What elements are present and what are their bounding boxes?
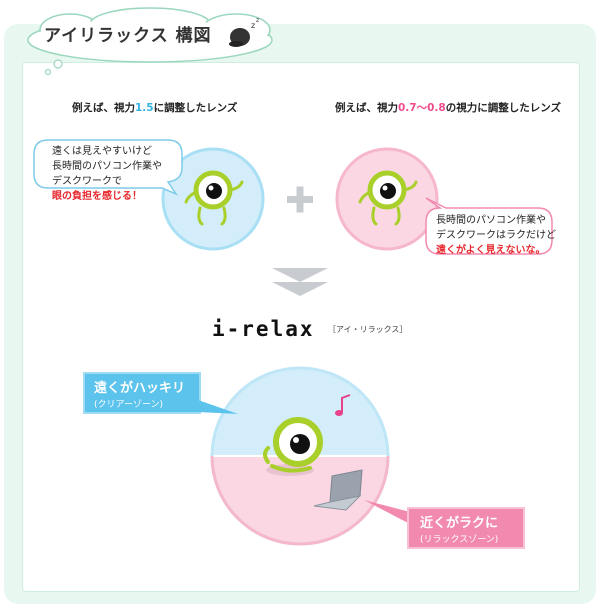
- svg-text:z: z: [256, 17, 259, 24]
- caption-text: の視力に調整したレンズ: [446, 102, 561, 114]
- page-title: アイリラックス 構図: [44, 21, 212, 46]
- plus-icon: [287, 187, 313, 213]
- caption-text: 例えば、視力: [72, 102, 135, 114]
- bubble-emphasis: 眼の負担を感じる！: [52, 189, 162, 204]
- right-bubble-text: 長時間のパソコン作業や デスクワークはラクだけど 遠くがよく見えないな。: [436, 213, 556, 258]
- irelax-logo: i-relax: [212, 317, 315, 341]
- vision-value-high: 0.8: [427, 102, 446, 114]
- right-lens-caption: 例えば、視力0.7～0.8の視力に調整したレンズ: [335, 100, 561, 115]
- caption-text: に調整したレンズ: [154, 102, 238, 114]
- relax-zone-label: 近くがラクに (リラックスゾーン): [420, 512, 498, 545]
- bubble-line: 長時間のパソコン作業や: [52, 159, 162, 174]
- vision-range-sep: ～: [417, 102, 428, 114]
- clear-zone-label: 遠くがハッキリ (クリアーゾーン): [94, 377, 185, 410]
- vision-value: 1.5: [135, 102, 154, 114]
- bubble-line: デスクワークはラクだけど: [436, 228, 556, 243]
- bubble-line: デスクワークで: [52, 174, 162, 189]
- left-lens-caption: 例えば、視力1.5に調整したレンズ: [72, 100, 237, 115]
- vision-value-low: 0.7: [398, 102, 417, 114]
- bubble-emphasis: 遠くがよく見えないな。: [436, 243, 556, 258]
- left-bubble-text: 遠くは見えやすいけど 長時間のパソコン作業や デスクワークで 眼の負担を感じる！: [52, 144, 162, 204]
- clear-zone-title: 遠くがハッキリ: [94, 377, 185, 396]
- relax-zone-subtitle: (リラックスゾーン): [420, 532, 498, 545]
- irelax-logo-reading: ［アイ・リラックス］: [328, 324, 407, 335]
- svg-text:z: z: [251, 21, 255, 30]
- bubble-line: 長時間のパソコン作業や: [436, 213, 556, 228]
- bubble-line: 遠くは見えやすいけど: [52, 144, 162, 159]
- relax-zone-title: 近くがラクに: [420, 512, 498, 531]
- down-arrow-icon: [272, 268, 328, 296]
- caption-text: 例えば、視力: [335, 102, 398, 114]
- clear-zone-subtitle: (クリアーゾーン): [94, 397, 185, 410]
